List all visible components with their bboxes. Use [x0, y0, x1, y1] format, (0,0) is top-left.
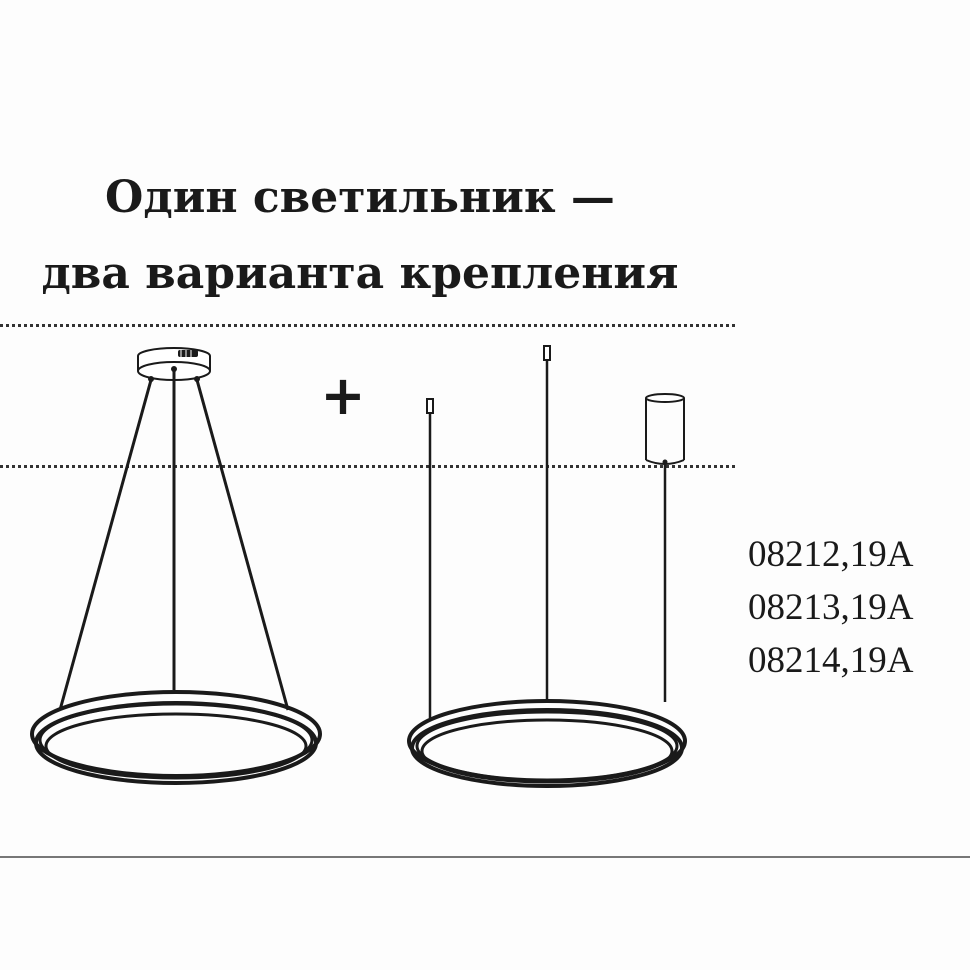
suspension-cables [428, 360, 667, 718]
plus-sign: + [320, 364, 365, 427]
canopy-ring-pendant-icon [30, 347, 322, 785]
model-number-list: 08212,19A 08213,19A 08214,19A [748, 528, 963, 687]
ceiling-anchors [426, 345, 551, 414]
cable-ring-pendant-icon [407, 345, 687, 788]
suspension-wires [58, 370, 290, 711]
model-number: 08213,19A [748, 587, 914, 628]
bottom-rule [0, 856, 970, 858]
led-ring [30, 690, 322, 785]
dotted-divider-middle [0, 465, 735, 468]
model-number: 08212,19A [748, 534, 914, 575]
driver-canister [645, 393, 685, 465]
dotted-divider-top [0, 324, 735, 327]
headline-line-2: два варианта крепления [41, 248, 679, 299]
headline-line-1: Один светильник — [105, 172, 615, 223]
led-ring-b [407, 699, 687, 788]
model-number: 08214,19A [748, 640, 914, 681]
